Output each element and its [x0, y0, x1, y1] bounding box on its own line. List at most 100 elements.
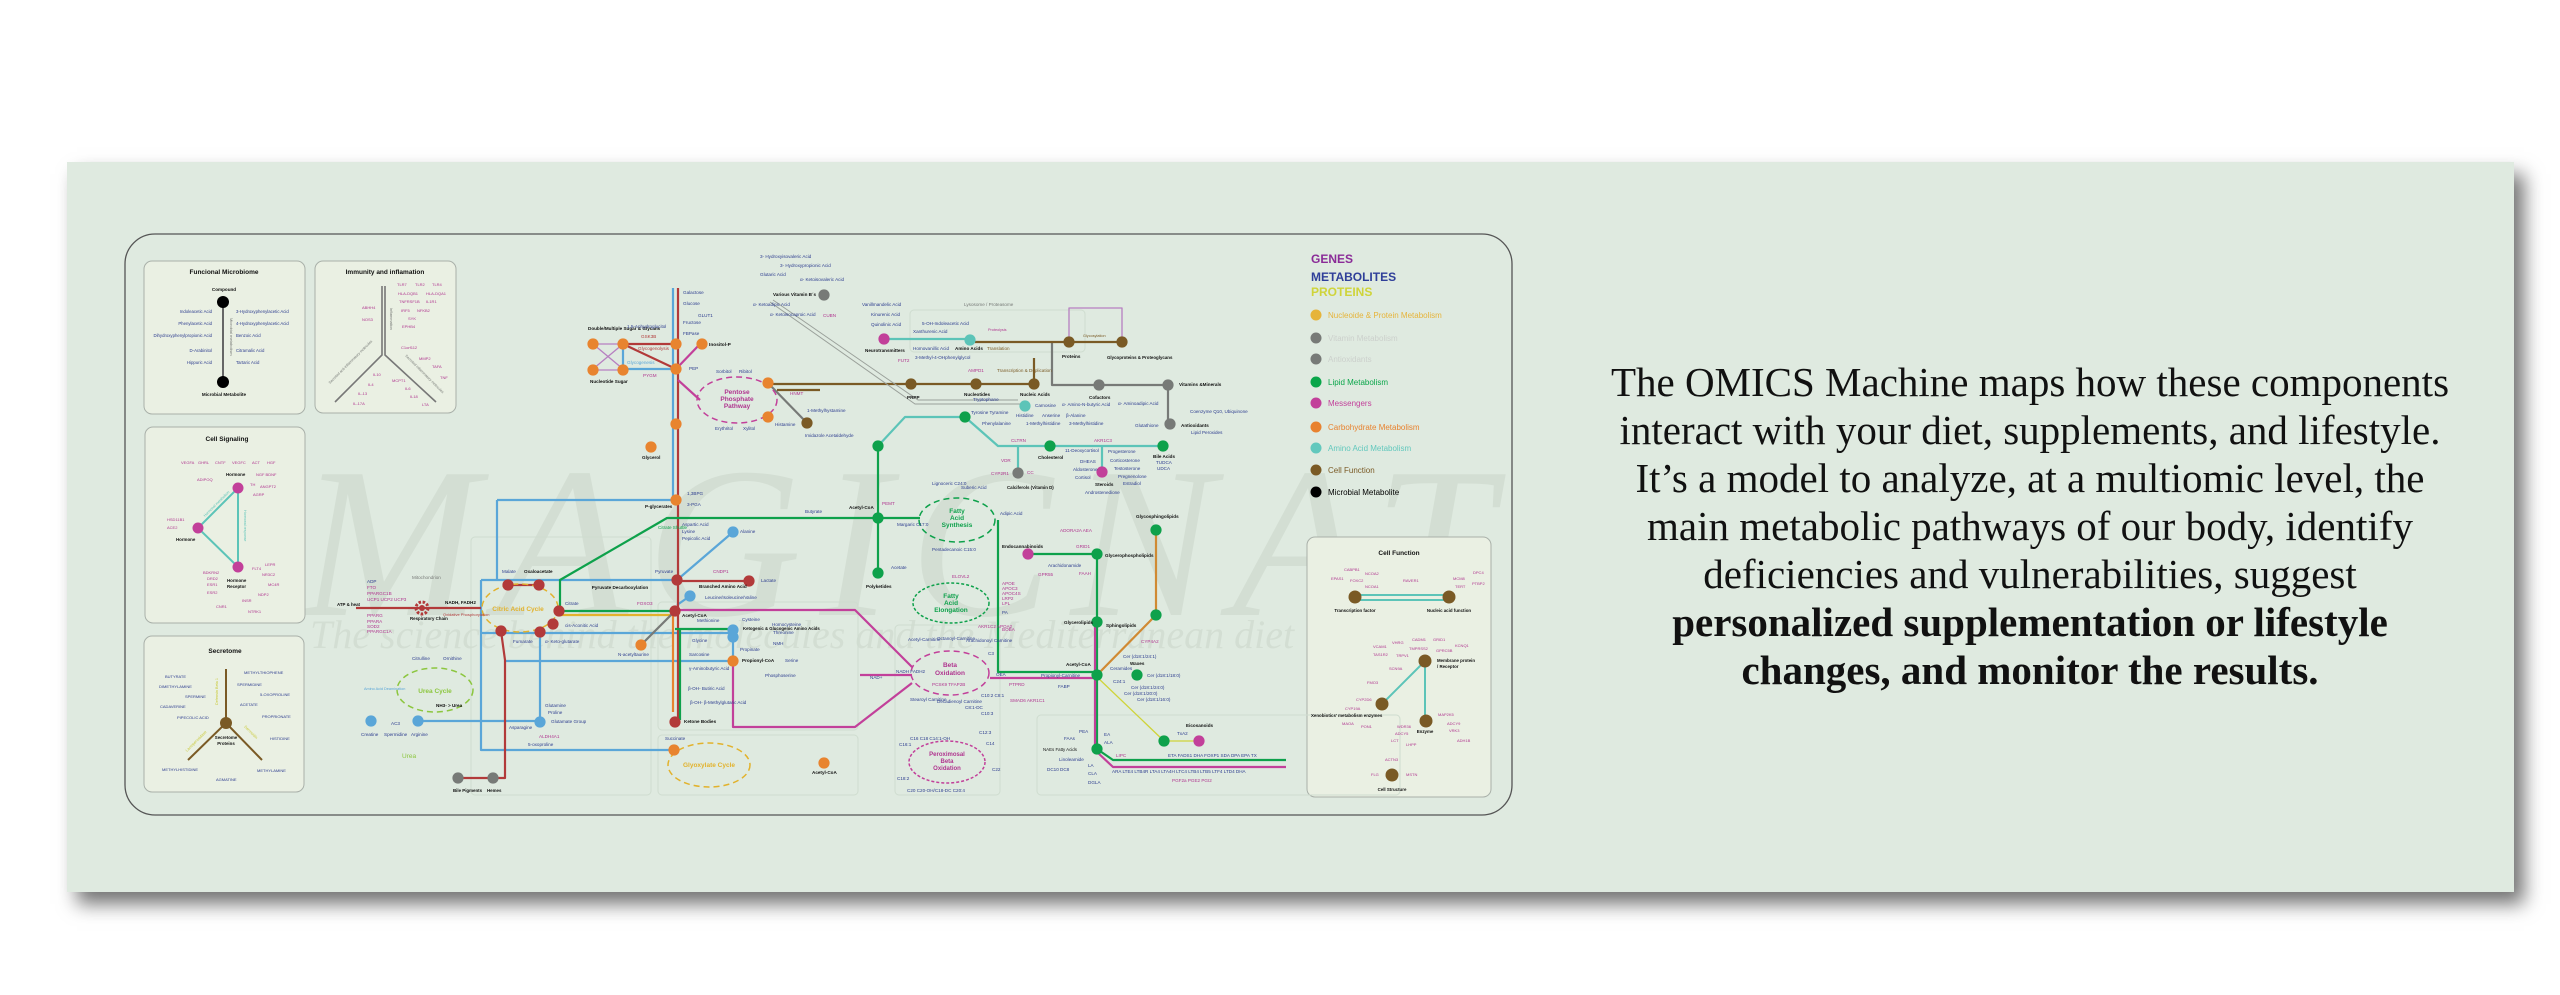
immunity-gene: TLR4: [432, 282, 443, 287]
map-label: Octanoyl-Carnitine: [937, 636, 975, 641]
cell-function-gene: LHPP: [1406, 742, 1417, 747]
signaling-gene: VEGFA: [181, 460, 195, 465]
map-label: 1-Methylhistidine: [1026, 421, 1061, 426]
map-label: Sarcosine: [689, 652, 710, 657]
pathway-node: [1131, 669, 1143, 681]
map-label: AKR1C2 APOA2: [978, 624, 1013, 629]
map-label: Adipic Acid: [1000, 511, 1023, 516]
map-label: Acetate: [891, 565, 907, 570]
map-label: Imidazole Acetaldehyde: [805, 433, 854, 438]
map-label: EA: [1104, 732, 1111, 737]
map-label: Aldosterone: [1073, 467, 1098, 472]
poster-board: [67, 162, 2514, 892]
pathway-node: [671, 574, 683, 586]
map-label: Inositol-P: [709, 342, 732, 348]
panel-axis-label: Inflammation: [389, 308, 393, 330]
pathway-node: [1096, 466, 1108, 478]
cell-function-gene: NCOA1: [1365, 584, 1380, 589]
pathway-node: [1162, 379, 1174, 391]
map-label: Malate: [502, 569, 516, 574]
panel-node-label: Hormone: [227, 578, 247, 583]
map-label: Glutamate Group: [551, 719, 587, 724]
map-label: Oxidation: [935, 670, 965, 677]
legend-dot: [1310, 442, 1322, 454]
cell-function-gene: GPRC5B: [1436, 648, 1453, 653]
map-label: PPARA: [367, 619, 383, 624]
map-label: Cer (d18:1/20:0): [1124, 691, 1158, 696]
immunity-gene: IRF5: [401, 308, 410, 313]
map-label: ELOVL2: [952, 574, 970, 579]
map-label: C14: [986, 741, 995, 746]
map-label: Margaric C17:0: [897, 522, 929, 527]
map-label: Phosphoserine: [765, 673, 796, 678]
map-label: Xylitol: [743, 426, 755, 431]
immunity-gene: IL1R1: [426, 299, 437, 304]
cell-function-node-label: Xenobiotics' metabolism enzymes: [1311, 713, 1383, 718]
map-label: NAEs Fatty Acids: [1043, 747, 1078, 752]
microbiome-item: D-Arabinitol: [190, 348, 212, 353]
map-label: Acetyl-CoA: [812, 770, 837, 775]
map-frame: [124, 233, 1513, 816]
cell-function-gene: CABPB1: [1344, 567, 1361, 572]
map-label: Glycerophospholipids: [1105, 553, 1154, 558]
map-label: LA: [1088, 763, 1095, 768]
map-label: Oxaloacetate: [524, 569, 553, 574]
map-label: C16:1: [899, 742, 912, 747]
legend-proteins-heading: PROTEINS: [1311, 285, 1372, 299]
signaling-gene: CNR1: [216, 604, 228, 609]
map-label: UCP1 UCP2 UCP3: [367, 597, 407, 602]
map-label: SMAD6 AKR1C1: [1010, 698, 1045, 703]
map-label: Methionine: [697, 618, 720, 623]
cell-function-node: [1419, 714, 1433, 728]
description-line: deficiencies and vulnerabilities, sugges…: [1703, 551, 2357, 597]
map-label: PA: [1002, 610, 1009, 615]
panel-node-label: Microbial Metabolite: [202, 392, 247, 397]
cell-function-gene: TAS1R2: [1373, 652, 1389, 657]
pathway-node: [670, 418, 682, 430]
legend-item-label: Antioxidants: [1328, 355, 1372, 364]
immunity-gene: TNF: [440, 375, 448, 380]
map-label: P-glycerates: [645, 504, 673, 509]
cell-function-gene: WDR36: [1397, 724, 1412, 729]
legend-item-label: Amino Acid Metabolism: [1328, 444, 1411, 453]
pathway-nodes: [192, 289, 1456, 784]
secretome-metabolite: AGMATINE: [216, 777, 237, 782]
map-label: Glycerol: [642, 455, 660, 460]
pathway-node: [872, 567, 884, 579]
immunity-gene: MMP2: [419, 356, 431, 361]
pathway-node: [587, 364, 599, 376]
signaling-gene: ADIPOQ: [197, 477, 213, 482]
cell-function-gene: PON1: [1361, 724, 1373, 729]
immunity-gene: IL6: [405, 386, 411, 391]
map-label: GLUT1: [698, 313, 713, 318]
legend-dot: [1310, 332, 1322, 344]
map-label: Stearoyl Carnitine: [910, 697, 947, 702]
microbiome-item: Hippuric Acid: [187, 360, 213, 365]
cell-function-node: [1348, 590, 1362, 604]
map-label: C24:1: [1113, 679, 1126, 684]
map-label: Kinurenic Acid: [871, 312, 901, 317]
signaling-gene: BDKRN2: [203, 570, 220, 575]
cell-function-gene: FMO3: [1367, 680, 1379, 685]
legend-metabolites-heading: METABOLITES: [1311, 270, 1396, 284]
map-label: FUT2: [898, 358, 910, 363]
pathway-node: [534, 716, 546, 728]
immunity-gene: IL-17A: [353, 401, 365, 406]
secretome-metabolite: BUTYRATE: [165, 674, 186, 679]
map-label: Cer (d18:1/24:0): [1131, 685, 1165, 690]
map-label: Arginine: [411, 732, 428, 737]
secretome-metabolite: METHYLHISTIDINE: [162, 767, 198, 772]
map-label: Pregnenolone: [1118, 474, 1147, 479]
map-label: Decadienoyl Carnitine: [937, 699, 982, 704]
legend-dot: [1310, 309, 1322, 321]
map-label: Alanine: [740, 529, 756, 534]
map-label: Glycoproteins & Proteoglycans: [1107, 355, 1173, 360]
map-label: FTO: [367, 585, 377, 590]
map-label: PEA: [1079, 729, 1089, 734]
cell-function-gene: CADM1: [1412, 637, 1427, 642]
pathway-node: [617, 364, 629, 376]
pathway-node: [1157, 440, 1169, 452]
map-label: Cholesterol: [1038, 455, 1063, 460]
map-label: C18:2: [897, 776, 910, 781]
